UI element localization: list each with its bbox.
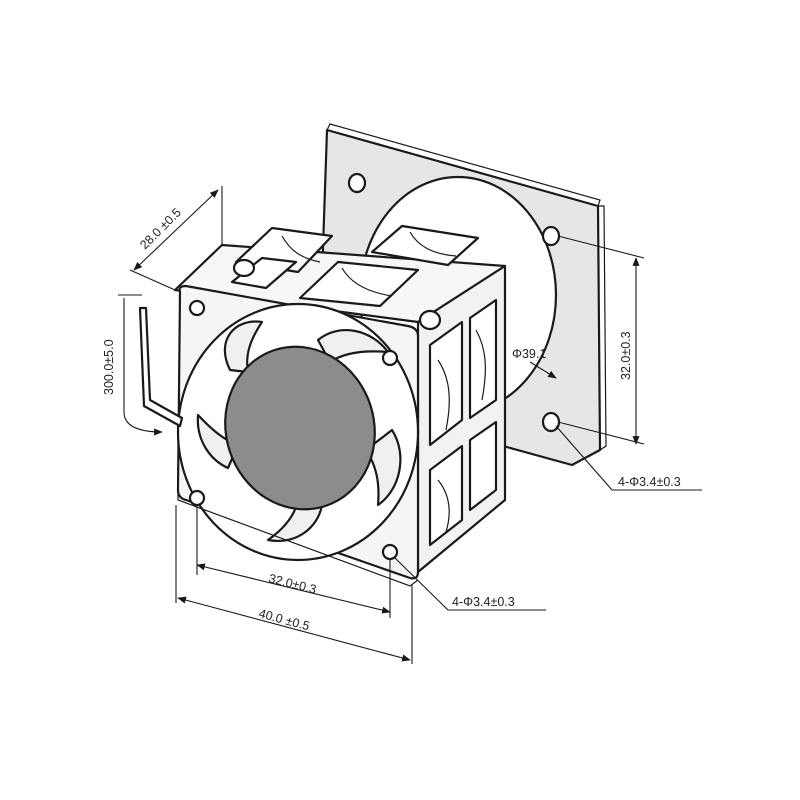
callout-front-holes: 4-Φ3.4±0.3 (394, 557, 546, 611)
callout-flange-diameter-label: Φ39.1 (512, 347, 546, 361)
dim-cable: 300.0±5.0 (102, 294, 163, 436)
callout-back-holes-label: 4-Φ3.4±0.3 (618, 475, 681, 489)
callout-flange-diameter: Φ39.1 (512, 347, 557, 379)
front-face (176, 284, 420, 587)
front-hole-bl (188, 489, 206, 507)
front-hole-br (381, 543, 399, 561)
front-hole-tl (188, 299, 206, 317)
flange-hole-tl (347, 172, 367, 194)
flange-hole-tr (541, 225, 561, 247)
dim-front-spacing-label: 32.0±0.3 (267, 571, 318, 596)
dim-width-label: 40.0 ±0.5 (257, 606, 311, 633)
flange-hole-br (541, 411, 561, 433)
callout-front-holes-label: 4-Φ3.4±0.3 (452, 595, 515, 609)
callout-back-holes: 4-Φ3.4±0.3 (555, 425, 702, 491)
cable (138, 306, 184, 428)
fan-housing (173, 224, 507, 574)
dim-cable-label: 300.0±5.0 (102, 339, 116, 395)
fan-blades (196, 320, 402, 542)
fan-hub (224, 345, 376, 511)
dim-back-spacing-label: 32.0±0.3 (619, 331, 633, 380)
dim-back-spacing: 32.0±0.3 (557, 235, 645, 445)
front-hole-tr (381, 349, 399, 367)
